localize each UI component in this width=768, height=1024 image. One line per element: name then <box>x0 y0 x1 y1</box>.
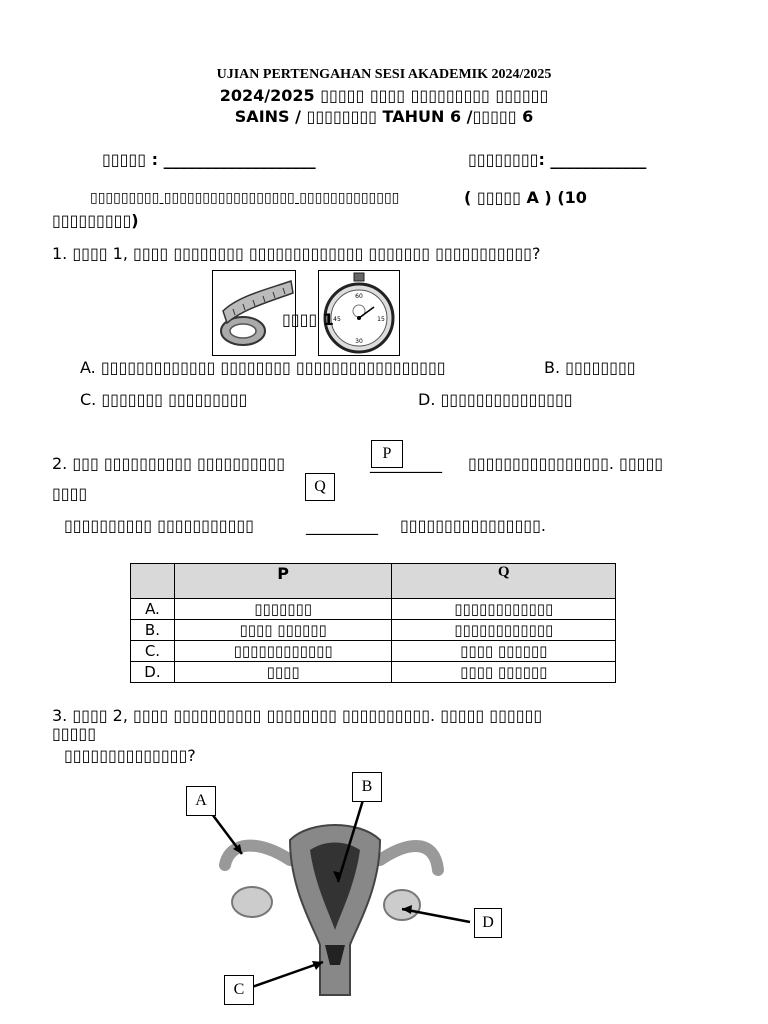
question-2-line2: ▯▯▯▯▯▯▯▯▯▯ ▯▯▯▯▯▯▯▯▯▯▯ <box>64 516 254 535</box>
table-cell: ▯▯▯▯▯▯▯▯▯▯▯▯ <box>173 640 393 662</box>
q1-option-d: D. ▯▯▯▯▯▯▯▯▯▯▯▯▯▯▯ <box>418 390 573 409</box>
diagram-label-c: C <box>224 975 254 1005</box>
table-header-cell: Q <box>391 563 616 599</box>
table-header-row: P Q <box>130 563 616 599</box>
measuring-tape-image <box>212 270 296 356</box>
table-cell: A. <box>130 598 175 620</box>
svg-text:60: 60 <box>355 293 363 300</box>
section-marks: ▯▯▯▯▯▯▯▯▯) <box>52 211 139 230</box>
table-header-cell <box>130 563 175 599</box>
table-cell: ▯▯▯▯ ▯▯▯▯▯▯ <box>391 640 616 662</box>
table-cell: ▯▯▯▯▯▯▯▯▯▯▯▯ <box>391 598 616 620</box>
name-field: ▯▯▯▯▯ : ___________________ <box>102 150 316 169</box>
question-3-text: 3. ▯▯▯▯ 2, ▯▯▯▯ ▯▯▯▯▯▯▯▯▯▯ ▯▯▯▯▯▯▯▯ ▯▯▯▯… <box>52 706 543 725</box>
right-ovary <box>383 889 421 921</box>
question-3-text-wrap: ▯▯▯▯▯ <box>52 724 97 743</box>
left-ovary <box>231 886 273 918</box>
class-field: ▯▯▯▯▯▯▯▯: ____________ <box>468 150 647 169</box>
arrow-b <box>336 799 365 883</box>
section-instruction: ▯▯▯▯▯▯▯▯▯ ▯▯▯▯▯▯▯▯▯▯▯▯▯▯▯▯▯ ▯▯▯▯▯▯▯▯▯▯▯▯… <box>90 190 400 206</box>
table-cell: B. <box>130 619 175 641</box>
arrow-d-head <box>402 905 412 914</box>
stopwatch-image: 60 15 30 45 <box>318 270 400 356</box>
diagram-label-b: B <box>352 772 382 802</box>
table-cell: C. <box>130 640 175 662</box>
table-cell: ▯▯▯▯ ▯▯▯▯▯▯ <box>173 619 393 641</box>
table-row: D. ▯▯▯▯ ▯▯▯▯ ▯▯▯▯▯▯ <box>130 661 616 683</box>
exam-title: UJIAN PERTENGAHAN SESI AKADEMIK 2024/202… <box>216 67 552 82</box>
subject-title: SAINS / ▯▯▯▯▯▯▯▯ TAHUN 6 /▯▯▯▯▯ 6 <box>234 107 534 126</box>
label-q-box: Q <box>305 473 335 501</box>
table-cell: ▯▯▯▯▯▯▯ <box>173 598 393 620</box>
stopwatch-icon: 60 15 30 45 <box>323 272 395 354</box>
question-2-text-wrap: ▯▯▯▯ <box>52 484 88 503</box>
arrow-b-head <box>333 871 342 882</box>
diagram-label-a: A <box>186 786 216 816</box>
question-2-text-cont: ▯▯▯▯▯▯▯▯▯▯▯▯▯▯▯▯. ▯▯▯▯▯ <box>468 454 664 473</box>
table-cell: ▯▯▯▯▯▯▯▯▯▯▯▯ <box>391 619 616 641</box>
reproductive-system-diagram <box>211 799 471 996</box>
svg-text:15: 15 <box>377 316 385 323</box>
table-row: A. ▯▯▯▯▯▯▯ ▯▯▯▯▯▯▯▯▯▯▯▯ <box>130 598 616 620</box>
label-p-box: P <box>371 440 403 468</box>
question-1-text: 1. ▯▯▯▯ 1, ▯▯▯▯ ▯▯▯▯▯▯▯▯ ▯▯▯▯▯▯▯▯▯▯▯▯▯ ▯… <box>52 244 541 263</box>
section-part: ( ▯▯▯▯▯ A ) (10 <box>464 188 587 207</box>
answer-table: P Q A. ▯▯▯▯▯▯▯ ▯▯▯▯▯▯▯▯▯▯▯▯ B. ▯▯▯▯ ▯▯▯▯… <box>130 563 616 683</box>
question-2-text: 2. ▯▯▯ ▯▯▯▯▯▯▯▯▯▯ ▯▯▯▯▯▯▯▯▯▯ <box>52 454 286 473</box>
question-3-text-end: ▯▯▯▯▯▯▯▯▯▯▯▯▯▯? <box>64 746 196 765</box>
arrow-d <box>401 907 471 924</box>
figure-1-label: ▯▯▯▯ 1 <box>282 310 334 329</box>
table-cell: ▯▯▯▯ <box>173 661 393 683</box>
uterus-cavity <box>310 842 360 930</box>
question-2-line2-end: ▯▯▯▯▯▯▯▯▯▯▯▯▯▯▯▯. <box>400 516 546 535</box>
blank-q: _________ <box>306 516 378 535</box>
q1-option-a: A. ▯▯▯▯▯▯▯▯▯▯▯▯▯ ▯▯▯▯▯▯▯▯ ▯▯▯▯▯▯▯▯▯▯▯▯▯▯… <box>80 358 446 377</box>
diagram-label-d: D <box>474 908 502 938</box>
arrow-a-head <box>233 844 242 854</box>
table-cell: D. <box>130 661 175 683</box>
svg-text:30: 30 <box>355 338 363 345</box>
table-header-cell: P <box>173 563 393 599</box>
exam-year-title: 2024/2025 ▯▯▯▯▯ ▯▯▯▯ ▯▯▯▯▯▯▯▯▯ ▯▯▯▯▯▯ <box>219 86 549 105</box>
right-fallopian-tube <box>374 840 444 876</box>
table-row: C. ▯▯▯▯▯▯▯▯▯▯▯▯ ▯▯▯▯ ▯▯▯▯▯▯ <box>130 640 616 662</box>
q1-option-c: C. ▯▯▯▯▯▯▯ ▯▯▯▯▯▯▯▯▯ <box>80 390 248 409</box>
arrow-c-head <box>312 961 323 970</box>
arrow-c <box>251 960 324 989</box>
cervix <box>325 945 345 965</box>
table-row: B. ▯▯▯▯ ▯▯▯▯▯▯ ▯▯▯▯▯▯▯▯▯▯▯▯ <box>130 619 616 641</box>
svg-text:45: 45 <box>333 316 341 323</box>
left-fallopian-tube <box>219 839 296 871</box>
q1-option-b: B. ▯▯▯▯▯▯▯▯ <box>544 358 636 377</box>
measuring-tape-icon <box>220 279 294 346</box>
table-cell: ▯▯▯▯ ▯▯▯▯▯▯ <box>391 661 616 683</box>
